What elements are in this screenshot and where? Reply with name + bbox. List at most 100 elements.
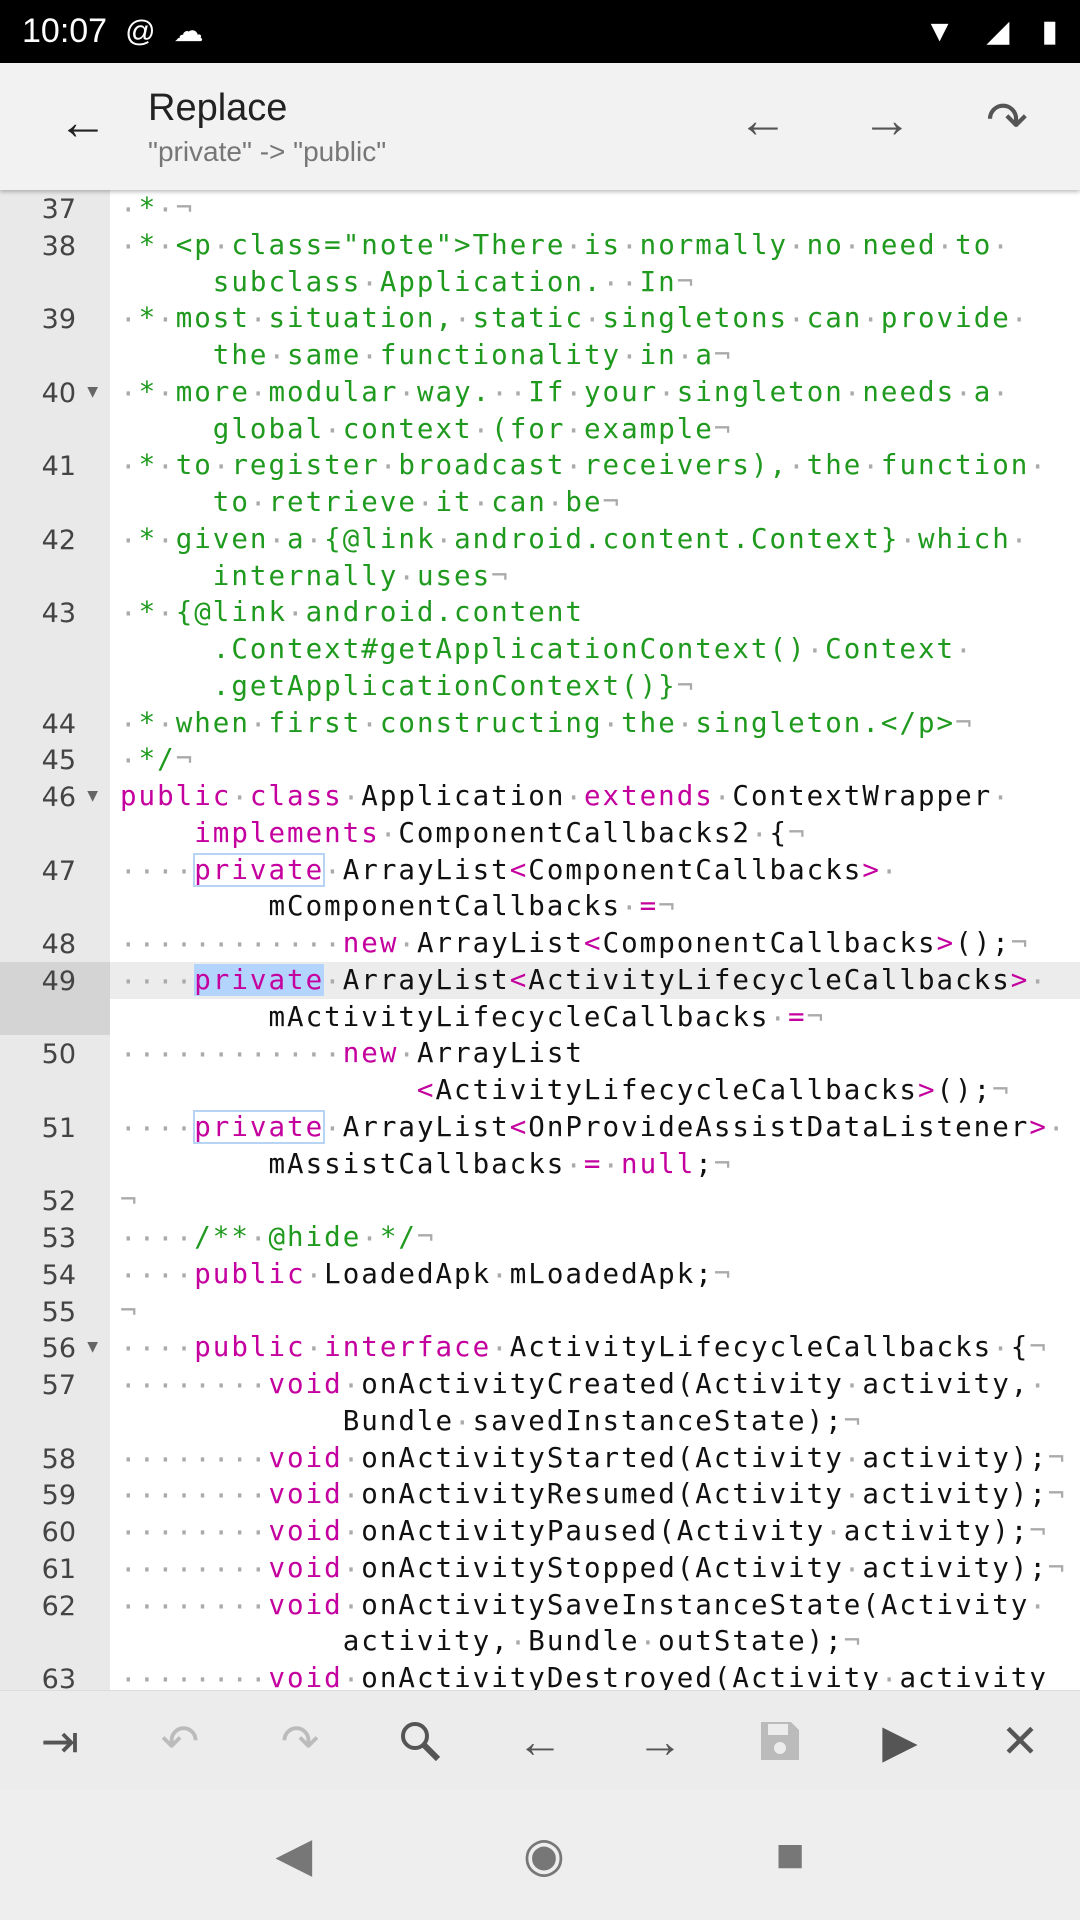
keyword-token: public xyxy=(194,1257,306,1290)
search-icon[interactable] xyxy=(380,1719,460,1763)
code-line[interactable]: 53 /** @hide */¬ xyxy=(0,1219,1080,1256)
whitespace-dot xyxy=(361,1221,380,1253)
code-line[interactable]: 59 void onActivityResumed(Activity activ… xyxy=(0,1476,1080,1513)
code-line[interactable]: 63 void onActivityDestroyed(Activity act… xyxy=(0,1660,1080,1690)
code-line[interactable]: 49 private ArrayList<ActivityLifecycleCa… xyxy=(0,961,1080,1036)
code-line[interactable]: 39 * most situation, static singletons c… xyxy=(0,300,1080,374)
search-match[interactable]: private xyxy=(193,1109,326,1144)
code-line[interactable]: 50 new ArrayList <ActivityLifecycleCallb… xyxy=(0,1035,1080,1109)
whitespace-dot xyxy=(621,229,640,261)
nav-home-icon[interactable]: ◉ xyxy=(523,1829,565,1882)
run-icon[interactable]: ▶ xyxy=(882,1714,918,1767)
whitespace-dot xyxy=(194,927,213,959)
code-line[interactable]: 40▼ * more modular way. If your singleto… xyxy=(0,374,1080,448)
code-line[interactable]: 52 ¬ xyxy=(0,1182,1080,1219)
whitespace-dot xyxy=(231,1037,250,1069)
whitespace-dot xyxy=(194,1515,213,1547)
whitespace-dot xyxy=(250,1221,269,1253)
nav-recents-icon[interactable]: ■ xyxy=(775,1828,805,1882)
tab-indent-icon[interactable]: ⇥ xyxy=(40,1714,80,1767)
eol-marker: ¬ xyxy=(1029,1515,1048,1547)
gutter: 52 xyxy=(0,1182,110,1219)
whitespace-dot xyxy=(120,1442,139,1474)
close-icon[interactable]: ✕ xyxy=(1000,1714,1040,1767)
code-row: * when first constructing the singleton.… xyxy=(120,705,1080,742)
code-line[interactable]: 54 public LoadedApk mLoadedApk;¬ xyxy=(0,1256,1080,1293)
gutter: 43 xyxy=(0,594,110,704)
selected-match[interactable]: private xyxy=(194,963,325,996)
code-row: void onActivitySaveInstanceState(Activit… xyxy=(120,1587,1080,1624)
code-row: the same functionality in a¬ xyxy=(120,337,1080,374)
signal-icon: ◢ xyxy=(986,15,1010,48)
comment-token: * given a {@link android.content.Context… xyxy=(120,523,1029,555)
code-line[interactable]: 58 void onActivityStarted(Activity activ… xyxy=(0,1440,1080,1477)
save-icon[interactable] xyxy=(740,1720,820,1762)
code-line[interactable]: 57 void onActivityCreated(Activity activ… xyxy=(0,1366,1080,1440)
whitespace-dot xyxy=(881,1662,900,1690)
undo-icon[interactable]: ↶ xyxy=(160,1714,200,1767)
code-token: ArrayList xyxy=(398,1037,584,1069)
back-arrow-icon[interactable]: ← xyxy=(58,94,108,150)
code-line[interactable]: 55¬ xyxy=(0,1293,1080,1330)
code-line[interactable]: 45 */¬ xyxy=(0,741,1080,778)
code-editor[interactable]: 37 * ¬38 * <p class="note">There is norm… xyxy=(0,190,1080,1690)
code-token xyxy=(120,1589,269,1621)
arrow-right-icon[interactable]: → xyxy=(637,1714,683,1767)
whitespace-dot xyxy=(139,1515,158,1547)
whitespace-dot xyxy=(120,927,139,959)
line-number-gutter xyxy=(0,190,110,1690)
code-token xyxy=(120,1442,269,1474)
code-line[interactable]: 43 * {@link android.content .Context#get… xyxy=(0,594,1080,704)
code-token: (); xyxy=(936,1074,993,1106)
line-number: 57 xyxy=(41,1370,76,1401)
whitespace-dot xyxy=(213,1515,232,1547)
operator-token: = xyxy=(788,1000,807,1033)
code-line[interactable]: 42 * given a {@link android.content.Cont… xyxy=(0,521,1080,595)
eol-marker: ¬ xyxy=(955,706,974,739)
code-line[interactable]: 48 new ArrayList<ComponentCallbacks>();¬ xyxy=(0,925,1080,962)
whitespace-dot xyxy=(862,302,881,334)
whitespace-dot xyxy=(250,1589,269,1621)
whitespace-dot xyxy=(473,413,492,445)
next-match-icon[interactable]: → xyxy=(862,92,912,148)
code-line[interactable]: 38 * <p class="note">There is normally n… xyxy=(0,227,1080,301)
whitespace-dot xyxy=(565,229,584,261)
whitespace-dot xyxy=(157,707,176,739)
code-row: public LoadedApk mLoadedApk;¬ xyxy=(120,1256,1080,1293)
code-line[interactable]: 61 void onActivityStopped(Activity activ… xyxy=(0,1550,1080,1587)
whitespace-dot xyxy=(343,1478,362,1510)
line-number: 38 xyxy=(41,230,76,262)
search-match[interactable]: private xyxy=(193,852,326,887)
wrap-indent xyxy=(120,890,268,922)
code-token xyxy=(231,780,250,812)
code-line[interactable]: 44 * when first constructing the singlet… xyxy=(0,705,1080,742)
code-line[interactable]: 60 void onActivityPaused(Activity activi… xyxy=(0,1513,1080,1550)
previous-match-icon[interactable]: ← xyxy=(738,92,788,148)
code-line[interactable]: 41 * to register broadcast receivers), t… xyxy=(0,447,1080,521)
redo-icon[interactable]: ↷ xyxy=(280,1714,320,1767)
code-token: onActivityCreated(Activity activity, xyxy=(343,1368,1048,1400)
code-token: ActivityLifecycleCallbacks xyxy=(435,1074,918,1106)
code-line[interactable]: 37 * ¬ xyxy=(0,190,1080,227)
code-row: global context (for example¬ xyxy=(120,411,1080,448)
whitespace-dot xyxy=(120,743,139,775)
whitespace-dot xyxy=(231,1368,250,1400)
whitespace-dot xyxy=(603,707,622,739)
replace-icon[interactable]: ↷ xyxy=(986,92,1028,148)
whitespace-dot xyxy=(194,1368,213,1400)
code-token xyxy=(120,1515,269,1547)
code-line[interactable]: 47 private ArrayList<ComponentCallbacks>… xyxy=(0,852,1080,926)
code-line[interactable]: 46▼public class Application extends Cont… xyxy=(0,778,1080,852)
fold-toggle-icon[interactable]: ▼ xyxy=(87,383,98,400)
eol-marker: ¬ xyxy=(120,1184,139,1217)
code-line[interactable]: 51 private ArrayList<OnProvideAssistData… xyxy=(0,1109,1080,1183)
nav-back-icon[interactable]: ◀ xyxy=(275,1829,313,1882)
fold-toggle-icon[interactable]: ▼ xyxy=(87,1339,98,1356)
whitespace-dot xyxy=(510,1625,529,1657)
whitespace-dot xyxy=(250,1442,269,1474)
arrow-left-icon[interactable]: ← xyxy=(517,1714,563,1767)
fold-toggle-icon[interactable]: ▼ xyxy=(87,788,98,804)
gutter: 49 xyxy=(0,961,110,1036)
code-line[interactable]: 62 void onActivitySaveInstanceState(Acti… xyxy=(0,1587,1080,1661)
code-line[interactable]: 56▼ public interface ActivityLifecycleCa… xyxy=(0,1329,1080,1366)
